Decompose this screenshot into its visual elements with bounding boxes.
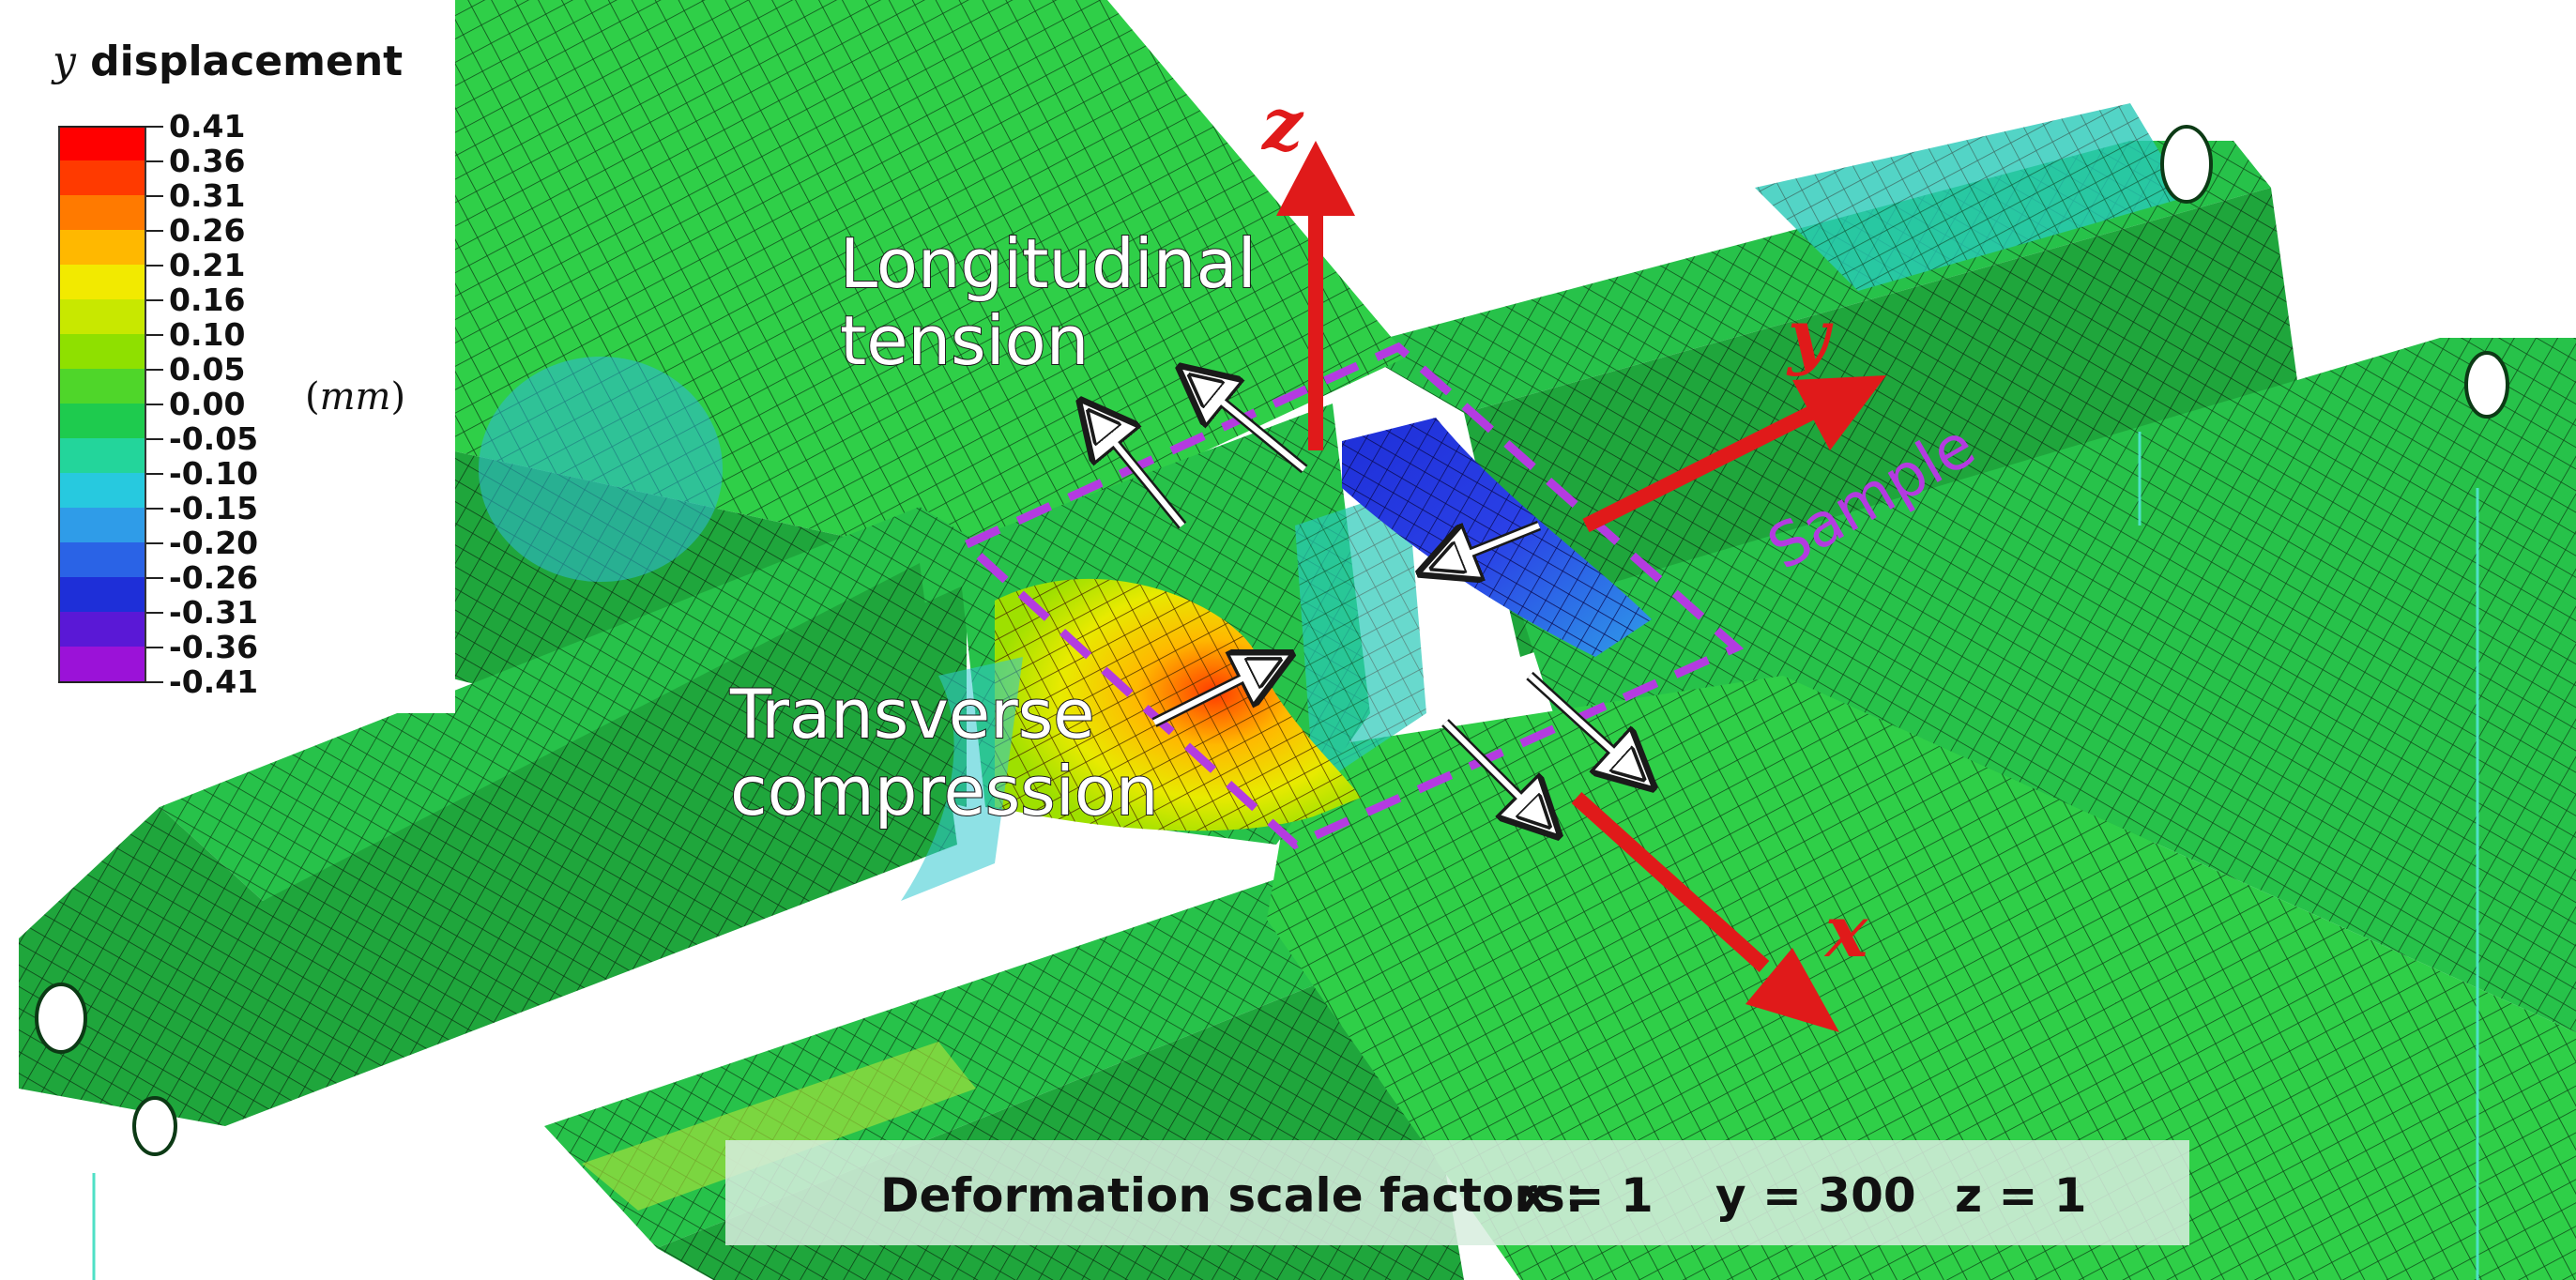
lug-hole bbox=[2160, 125, 2213, 204]
upper-right-beam bbox=[1351, 103, 2299, 657]
legend-unit: (mm) bbox=[305, 375, 406, 419]
legend-color-band bbox=[58, 647, 146, 681]
legend-color-band bbox=[58, 160, 146, 195]
legend-tick bbox=[146, 681, 163, 683]
outward-arrows bbox=[1441, 671, 1633, 816]
legend-color-band bbox=[58, 230, 146, 265]
legend-tick bbox=[146, 508, 163, 510]
longitudinal-line2: tension bbox=[839, 301, 1090, 380]
legend-tick-label: 0.36 bbox=[169, 143, 246, 179]
legend-color-band bbox=[58, 542, 146, 577]
legend-tick-label: 0.21 bbox=[169, 247, 246, 283]
transverse-line1: Transverse bbox=[729, 675, 1096, 754]
longitudinal-line1: Longitudinal bbox=[839, 224, 1258, 303]
sample-boundary bbox=[958, 342, 1745, 850]
scale-prefix: Deformation scale factors: bbox=[880, 1168, 1584, 1223]
deformation-scale-panel: Deformation scale factors: x = 1 y = 300… bbox=[725, 1140, 2189, 1245]
legend-tick bbox=[146, 404, 163, 405]
x-axis-arrow bbox=[1571, 792, 1839, 1032]
legend-tick bbox=[146, 647, 163, 648]
legend-tick-label: 0.31 bbox=[169, 177, 246, 214]
legend-tick bbox=[146, 612, 163, 614]
lug-hole bbox=[132, 1096, 177, 1156]
y-axis-arrow bbox=[1582, 375, 1886, 533]
legend-tick bbox=[146, 542, 163, 544]
legend-color-band bbox=[58, 299, 146, 334]
legend-tick bbox=[58, 126, 146, 128]
hot-deformation-panel bbox=[901, 578, 1361, 901]
legend-color-band bbox=[58, 508, 146, 542]
legend-tick-label: 0.10 bbox=[169, 316, 246, 353]
x-axis-label: x bbox=[1825, 890, 1868, 973]
lug-hole bbox=[35, 983, 87, 1054]
legend-tick-label: 0.16 bbox=[169, 282, 246, 318]
longitudinal-tension-label: Longitudinal tension bbox=[839, 224, 1258, 380]
transverse-compression-label: Transverse compression bbox=[729, 675, 1160, 830]
legend-tick-label: -0.41 bbox=[169, 663, 259, 700]
scale-y: y = 300 bbox=[1715, 1168, 1916, 1223]
legend-tick-label: -0.26 bbox=[169, 559, 259, 596]
legend-tick bbox=[58, 681, 146, 683]
scale-z: z = 1 bbox=[1955, 1168, 2087, 1223]
legend-tick-label: 0.26 bbox=[169, 212, 246, 249]
legend-color-band bbox=[58, 404, 146, 438]
legend-tick bbox=[146, 334, 163, 336]
legend-color-band bbox=[58, 265, 146, 299]
lug-hole bbox=[2464, 351, 2509, 419]
legend-title: y displacement bbox=[53, 38, 403, 85]
legend-tick bbox=[146, 160, 163, 162]
legend-tick-label: 0.00 bbox=[169, 386, 246, 422]
y-axis-label: y bbox=[1788, 294, 1830, 377]
legend-color-band bbox=[58, 195, 146, 230]
legend-tick bbox=[146, 438, 163, 440]
legend-title-variable: y bbox=[53, 38, 76, 85]
legend-title-text: displacement bbox=[75, 38, 404, 85]
lower-right-plate bbox=[1267, 526, 2576, 1280]
scale-x: x = 1 bbox=[1518, 1168, 1654, 1223]
legend-tick bbox=[146, 577, 163, 579]
legend-tick bbox=[146, 299, 163, 301]
tension-arrows bbox=[1098, 385, 1308, 529]
legend-color-band bbox=[58, 612, 146, 647]
legend-tick bbox=[146, 230, 163, 232]
z-axis-label: z bbox=[1262, 83, 1303, 166]
left-beam bbox=[19, 507, 1014, 1156]
legend-tick-label: 0.41 bbox=[169, 108, 246, 145]
legend-color-band bbox=[58, 577, 146, 612]
legend-color-band bbox=[58, 369, 146, 404]
transverse-line2: compression bbox=[729, 752, 1160, 830]
legend-color-band bbox=[58, 334, 146, 369]
legend-tick-label: -0.15 bbox=[169, 490, 259, 526]
legend-color-band bbox=[58, 438, 146, 473]
legend-tick bbox=[146, 473, 163, 475]
legend-tick-label: -0.36 bbox=[169, 629, 259, 665]
cyan-region bbox=[479, 357, 723, 582]
legend-tick bbox=[146, 369, 163, 371]
legend-tick-label: 0.05 bbox=[169, 351, 246, 388]
legend-tick bbox=[146, 126, 163, 128]
legend-tick bbox=[146, 265, 163, 267]
legend-tick-label: -0.31 bbox=[169, 594, 259, 631]
z-axis-arrow bbox=[1276, 141, 1355, 450]
legend-tick bbox=[146, 195, 163, 197]
legend-tick-label: -0.05 bbox=[169, 420, 259, 457]
legend-unit-text: mm bbox=[319, 375, 391, 419]
legend-tick-label: -0.20 bbox=[169, 525, 259, 561]
compression-arrows bbox=[1151, 520, 1542, 727]
legend-color-band bbox=[58, 126, 146, 160]
legend-tick-label: -0.10 bbox=[169, 455, 259, 492]
legend-color-band bbox=[58, 473, 146, 508]
